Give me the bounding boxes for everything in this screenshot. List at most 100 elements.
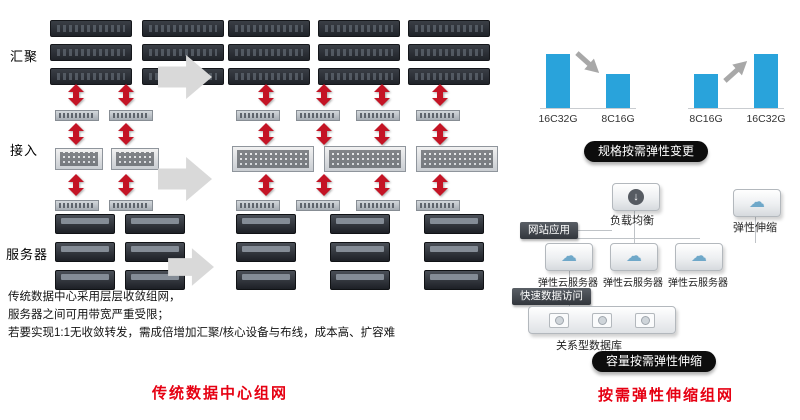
server [55, 214, 115, 234]
switch-strip-row [236, 200, 460, 211]
note-line: 若要实现1:1无收敛转发，需成倍增加汇聚/核心设备与布线，成本高、扩容难 [8, 326, 396, 339]
rack [318, 68, 400, 85]
layer-label-access: 接入 [10, 143, 39, 158]
sw-panel-lg [416, 146, 498, 172]
sw-strip [296, 200, 340, 211]
arrow-v [432, 123, 448, 145]
sw-strip [416, 200, 460, 211]
spec-banner: 规格按需弹性变更 [584, 141, 709, 162]
bar-label: 16C32G [746, 113, 786, 125]
sw-panel-lg [232, 146, 314, 172]
arrow-v [258, 84, 274, 106]
arrow-v [118, 174, 134, 196]
arrow-v [432, 84, 448, 106]
arrow-v [316, 123, 332, 145]
rack [50, 44, 132, 61]
arrow-row [258, 84, 448, 106]
ecs-node: ☁ [545, 243, 593, 271]
connector-line [568, 238, 700, 239]
sw-panel [111, 148, 159, 170]
server [125, 214, 185, 234]
arrow-v [68, 84, 84, 106]
note-line: 服务器之间可用带宽严重受限； [8, 308, 169, 321]
server [330, 214, 390, 234]
arrow-v [316, 84, 332, 106]
arrow-v [374, 174, 390, 196]
access-switch-row [232, 146, 498, 172]
switch-strip-row [236, 110, 460, 121]
sw-panel-lg [324, 146, 406, 172]
layer-label-aggregation: 汇聚 [10, 49, 39, 64]
connector-line [634, 209, 635, 243]
arrow-row [68, 84, 134, 106]
arrow-row [68, 123, 134, 145]
arrow-v [258, 174, 274, 196]
arrow-v [432, 174, 448, 196]
sw-strip [356, 110, 400, 121]
server [55, 270, 115, 290]
arrow-v [68, 123, 84, 145]
server [330, 242, 390, 262]
bar-label: 8C16G [601, 113, 635, 125]
right-caption: 按需弹性伸缩组网 [598, 387, 735, 404]
rack [142, 44, 224, 61]
bar-8c16g [606, 74, 630, 108]
sw-panel [55, 148, 103, 170]
server [424, 214, 484, 234]
sw-strip [296, 110, 340, 121]
sw-strip [236, 200, 280, 211]
arrow-row [258, 174, 448, 196]
arrow-v [374, 84, 390, 106]
cloud-icon: ☁ [691, 248, 707, 265]
spec-upgrade-chart [688, 38, 784, 109]
rack [50, 20, 132, 37]
rack [408, 20, 490, 37]
trend-up-arrow-icon [719, 54, 753, 87]
access-switch-row [55, 148, 159, 170]
server-group-left [55, 214, 185, 290]
server [236, 242, 296, 262]
server [236, 214, 296, 234]
database-pod-icon [635, 312, 656, 328]
scale-banner: 容量按需弹性伸缩 [592, 351, 717, 372]
arrow-v [68, 174, 84, 196]
sw-strip [109, 110, 153, 121]
elastic-cloud-icon: ☁ [749, 194, 765, 211]
load-balancer-label: 负载均衡 [610, 215, 654, 227]
ecs-label: 弹性云服务器 [603, 278, 663, 289]
rack [228, 68, 310, 85]
server [236, 270, 296, 290]
arrow-v [374, 123, 390, 145]
bar-16c32g [754, 54, 778, 108]
arrow-v [258, 123, 274, 145]
cloud-icon: ☁ [626, 248, 642, 265]
rack [408, 68, 490, 85]
bar-8c16g [694, 74, 718, 108]
rack [228, 20, 310, 37]
auto-scaling-label: 弹性伸缩 [733, 222, 777, 234]
arrow-v [316, 174, 332, 196]
connector-line [755, 215, 756, 243]
rack-group-right [228, 20, 490, 85]
bar-16c32g [546, 54, 570, 108]
ecs-label: 弹性云服务器 [538, 278, 598, 289]
ecs-node: ☁ [675, 243, 723, 271]
arrow-v [118, 84, 134, 106]
rack [318, 20, 400, 37]
server [125, 242, 185, 262]
sw-strip [356, 200, 400, 211]
rack [142, 20, 224, 37]
auto-scaling-node: ☁ [733, 189, 781, 217]
fast-access-tag: 快速数据访问 [512, 288, 591, 305]
server [55, 242, 115, 262]
note-line: 传统数据中心采用层层收敛组网， [8, 291, 181, 303]
left-caption: 传统数据中心组网 [152, 385, 289, 402]
sw-strip [236, 110, 280, 121]
rack [408, 44, 490, 61]
connector-line [574, 230, 612, 231]
bar-label: 16C32G [538, 113, 578, 125]
load-balancer-node: ↓ [612, 183, 660, 211]
left-notes: 传统数据中心采用层层收敛组网， 服务器之间可用带宽严重受限； 若要实现1:1无收… [8, 289, 478, 342]
database-label: 关系型数据库 [556, 340, 622, 352]
